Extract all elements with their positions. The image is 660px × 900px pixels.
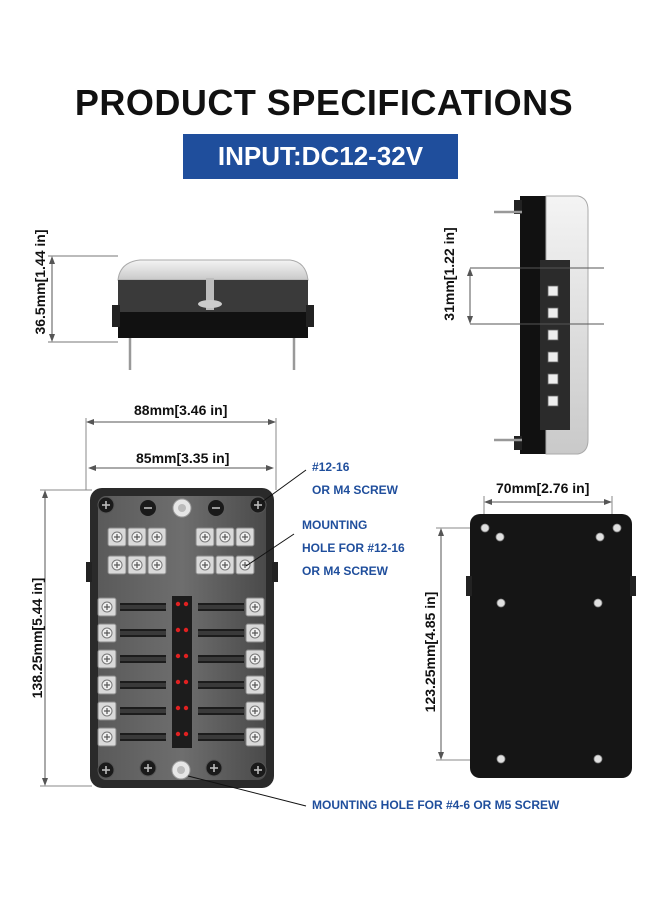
side-view [467,195,604,455]
mounting-hole-line-3: OR M4 SCREW [302,564,389,578]
input-voltage-badge: INPUT:DC12-32V [183,134,458,179]
mounting-hole-line-2: HOLE FOR #12-16 [302,541,405,555]
top-view [40,418,307,807]
page-title: PRODUCT SPECIFICATIONS [74,82,574,123]
outer-width-label: 88mm[3.46 in] [134,402,228,418]
back-view [436,496,636,778]
screw-callout: #12-16 OR M4 SCREW [312,456,398,502]
side-height-label: 31mm[1.22 in] [441,227,457,321]
screw-callout-line-2: OR M4 SCREW [312,483,399,497]
back-length-label: 123.25mm[4.85 in] [422,591,438,713]
back-width-label: 70mm[2.76 in] [496,480,590,496]
mounting-hole-callout: MOUNTING HOLE FOR #12-16 OR M4 SCREW [302,514,405,583]
mounting-hole-line-1: MOUNTING [302,518,368,532]
screw-callout-line-1: #12-16 [312,460,350,474]
length-label: 138.25mm[5.44 in] [29,577,45,699]
inner-width-label: 85mm[3.35 in] [136,450,230,466]
front-height-label: 36.5mm[1.44 in] [32,229,48,335]
bottom-mounting-hole-callout: MOUNTING HOLE FOR #4-6 OR M5 SCREW [312,798,560,812]
front-view [48,255,314,370]
fuse-rows [97,596,265,748]
